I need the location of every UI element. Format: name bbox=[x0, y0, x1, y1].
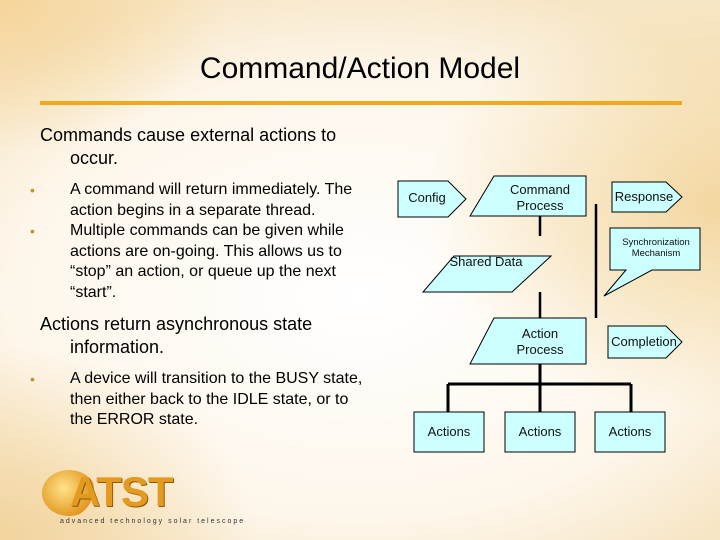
action-process-label: Action Process bbox=[498, 326, 582, 357]
logo-wordmark: ATST bbox=[70, 468, 173, 516]
sync-mechanism-label: Synchronization Mechanism bbox=[612, 237, 700, 259]
response-label: Response bbox=[606, 189, 682, 205]
shared-data-label: Shared Data bbox=[448, 254, 524, 270]
completion-label: Completion bbox=[604, 334, 684, 350]
actions-label-2: Actions bbox=[505, 424, 575, 440]
command-process-label: Command Process bbox=[498, 182, 582, 213]
atst-logo: ATST advanced technology solar telescope bbox=[42, 468, 232, 528]
actions-label-1: Actions bbox=[414, 424, 484, 440]
logo-tagline: advanced technology solar telescope bbox=[60, 518, 245, 525]
actions-label-3: Actions bbox=[595, 424, 665, 440]
config-label: Config bbox=[398, 190, 456, 206]
